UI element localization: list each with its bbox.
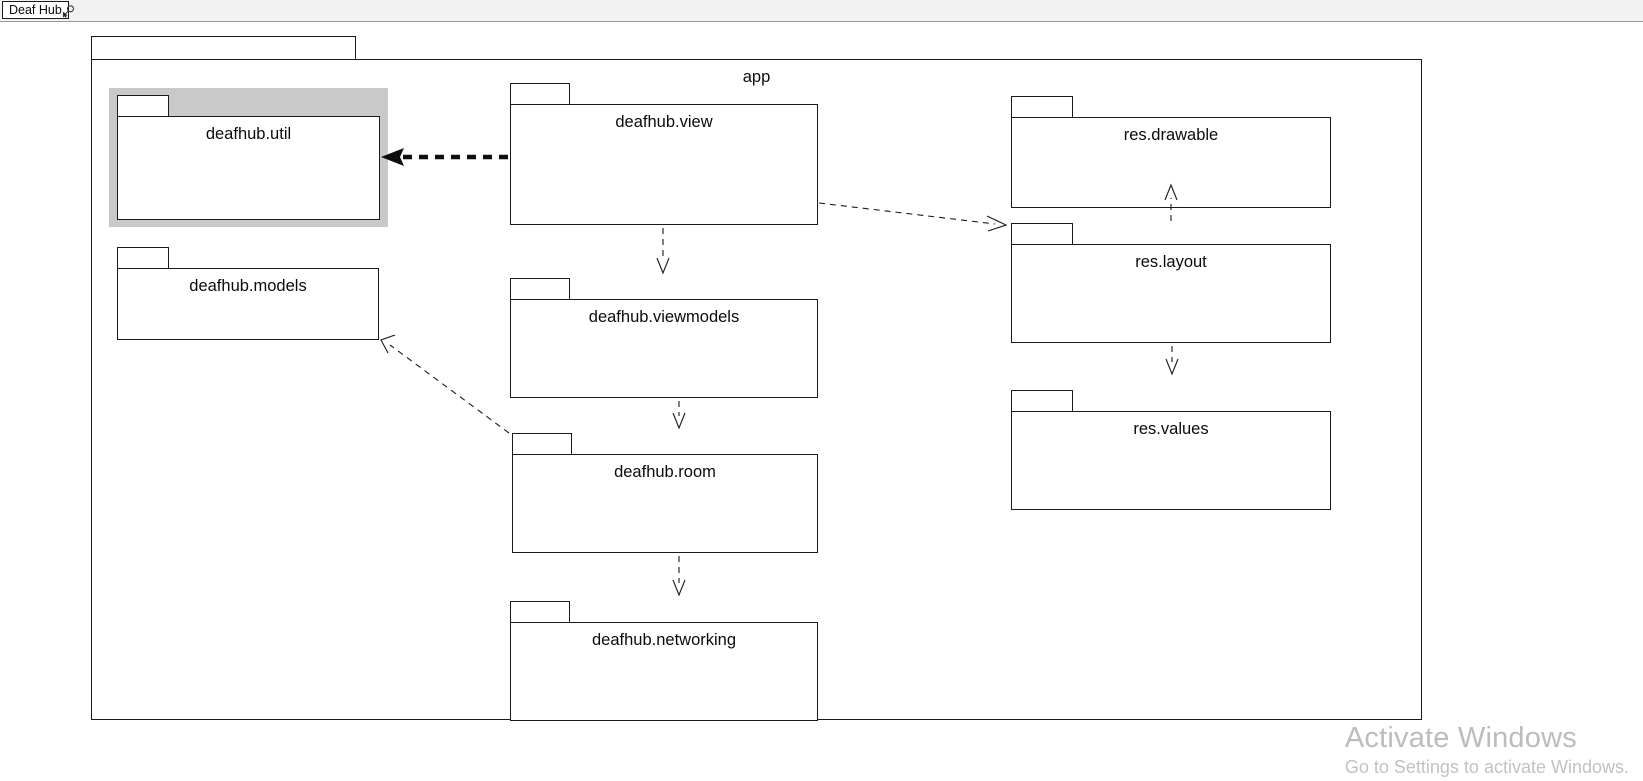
tab-bar-background [0,0,1643,21]
package-deafhub-util[interactable]: deafhub.util [117,95,380,220]
package-deafhub-networking[interactable]: deafhub.networking [510,601,818,721]
package-body [117,116,380,220]
package-tab [117,247,169,269]
package-tab [510,83,570,105]
package-res-values[interactable]: res.values [1011,390,1331,510]
package-body [117,268,379,340]
package-body [510,622,818,721]
package-deafhub-room[interactable]: deafhub.room [512,433,818,553]
package-tab [512,433,572,455]
package-tab [1011,390,1073,412]
package-body [510,104,818,225]
tab-bar: Deaf Hub [0,0,1643,22]
watermark-subtitle: Go to Settings to activate Windows. [1344,757,1629,777]
diagram-canvas[interactable]: app deafhub.util deafhub.models deafhub.… [0,22,1643,781]
package-res-drawable[interactable]: res.drawable [1011,96,1331,208]
package-app-tab [91,36,356,60]
package-app-label: app [742,68,771,86]
cursor-zoom-icon[interactable] [62,4,76,18]
package-tab [1011,223,1073,245]
package-body [512,454,818,553]
package-body [1011,117,1331,208]
package-tab [510,601,570,623]
windows-activation-watermark: Activate Windows Go to Settings to activ… [1345,721,1629,779]
package-deafhub-viewmodels[interactable]: deafhub.viewmodels [510,278,818,398]
package-res-layout[interactable]: res.layout [1011,223,1331,343]
package-body [1011,244,1331,343]
package-body [1011,411,1331,510]
package-tab [117,95,169,117]
package-deafhub-models[interactable]: deafhub.models [117,247,379,340]
package-body [510,299,818,398]
package-tab [1011,96,1073,118]
package-deafhub-view[interactable]: deafhub.view [510,83,818,225]
package-tab [510,278,570,300]
watermark-title: Activate Windows [1344,722,1577,754]
document-tab-deaf-hub[interactable]: Deaf Hub [2,1,69,19]
